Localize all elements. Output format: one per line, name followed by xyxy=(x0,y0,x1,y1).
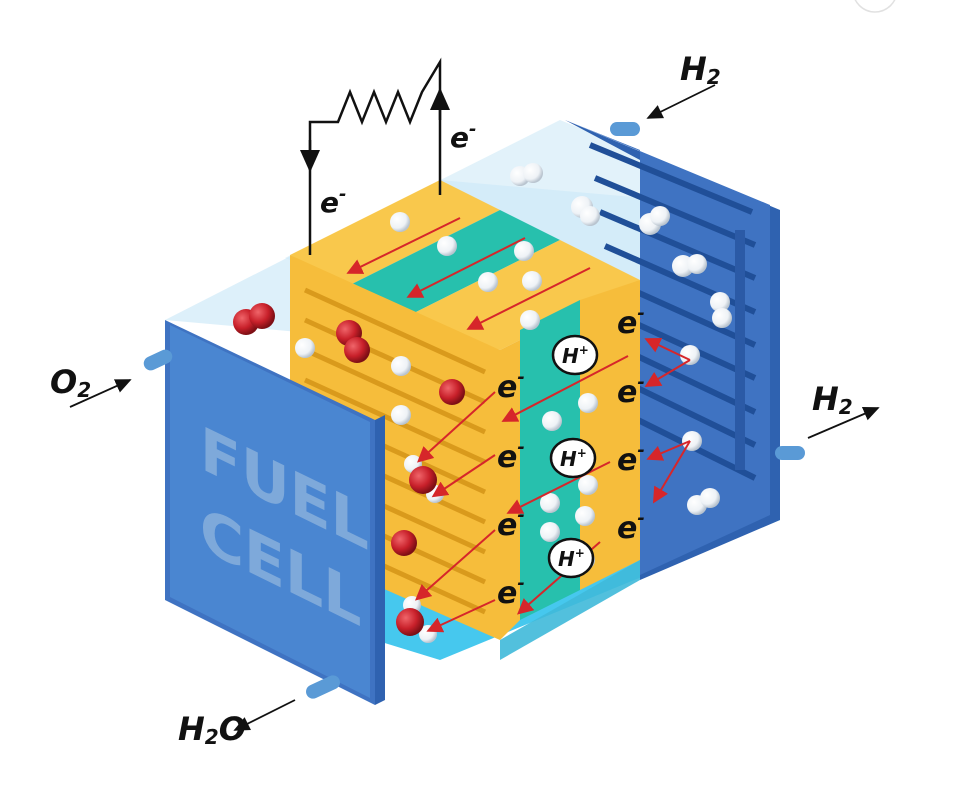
h2o-output-label: H2O xyxy=(178,710,246,749)
svg-text:e-: e- xyxy=(617,303,645,341)
o2-inlet-pipe xyxy=(143,349,173,371)
svg-text:e-: e- xyxy=(497,573,525,611)
h2-output-label: H2 xyxy=(812,380,853,419)
svg-text:e-: e- xyxy=(617,508,645,546)
hydrogen-particles xyxy=(295,163,732,570)
corner-button-fragment xyxy=(854,0,896,13)
h2o-outlet-pipe xyxy=(306,675,340,699)
circuit-electron-right: e- xyxy=(450,119,476,154)
svg-text:e-: e- xyxy=(497,505,525,543)
external-circuit xyxy=(300,57,450,255)
h2-inlet-pipe xyxy=(610,122,640,136)
circuit-electron-left: e- xyxy=(320,184,346,219)
svg-text:e-: e- xyxy=(497,367,525,405)
svg-text:e-: e- xyxy=(617,440,645,478)
svg-text:H+: H+ xyxy=(558,546,585,571)
svg-text:H+: H+ xyxy=(562,343,589,368)
o2-input-label: O2 xyxy=(50,363,91,402)
svg-text:e-: e- xyxy=(497,437,525,475)
cathode-electrons: e- e- e- e- xyxy=(497,367,525,611)
anode-plate xyxy=(565,120,780,580)
gas-arrows xyxy=(69,84,880,731)
fuel-cell-panel: FUEL CELL xyxy=(165,320,385,705)
protons: H+ H+ H+ xyxy=(547,334,599,579)
h2-input-label: H2 xyxy=(680,50,721,89)
oxygen-molecules xyxy=(233,303,465,556)
h2-outlet-pipe xyxy=(775,446,805,460)
svg-text:H+: H+ xyxy=(560,446,587,471)
svg-text:e-: e- xyxy=(617,372,645,410)
anode-electrons: e- e- e- e- xyxy=(617,303,645,546)
reaction-arrows xyxy=(346,217,691,633)
